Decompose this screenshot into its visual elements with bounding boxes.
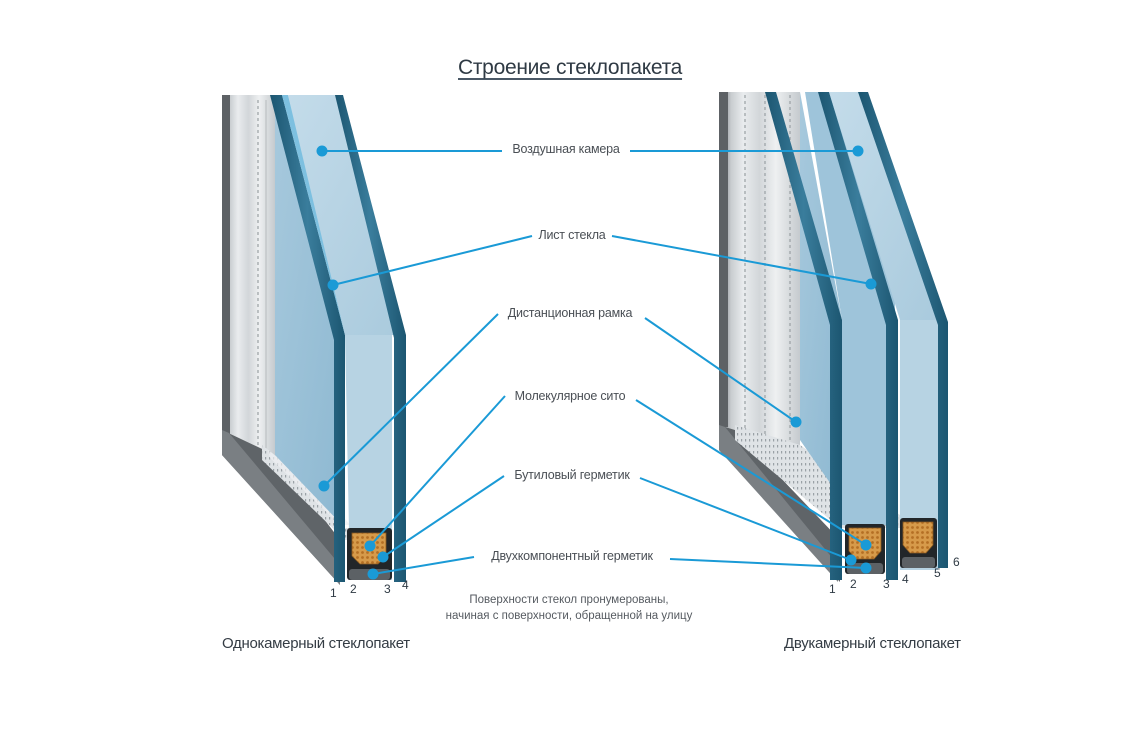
- leader-sieve-right: [635, 399, 867, 546]
- marker-dot: [790, 416, 802, 428]
- surface-number: 4: [402, 578, 409, 592]
- caption-double-chamber: Двукамерный стеклопакет: [784, 635, 961, 652]
- label-two-component-sealant: Двухкомпонентный герметик: [488, 549, 656, 563]
- marker-dot: [367, 568, 379, 580]
- marker-dot: [318, 480, 330, 492]
- leader-glass-right: [611, 235, 872, 285]
- leader-butyl-left: [382, 475, 505, 558]
- surface-number: 3: [384, 582, 391, 596]
- marker-dot: [852, 145, 864, 157]
- leader-twocomp-right: [669, 558, 867, 569]
- frame-outer-edge: [222, 95, 230, 435]
- spacer-frame-side: [222, 95, 275, 455]
- glass-sheet-3-edge: [858, 92, 948, 568]
- surface-number: 2: [850, 577, 857, 591]
- leader-twocomp-left: [372, 556, 475, 575]
- note-line-2: начиная с поверхности, обращенной на ули…: [445, 610, 693, 622]
- marker-dot: [845, 554, 857, 566]
- surface-number: 4: [902, 572, 909, 586]
- marker-dot: [860, 562, 872, 574]
- leader-butyl-right: [639, 477, 852, 561]
- surface-number: 5: [934, 566, 941, 580]
- glass-sheet-2: [818, 92, 898, 580]
- marker-dot: [865, 278, 877, 290]
- leader-spacer-right: [644, 317, 797, 423]
- surface-numbering-note: Поверхности стекол пронумерованы, начина…: [409, 592, 729, 624]
- molecular-sieve-2: [902, 521, 934, 554]
- marker-dot: [364, 540, 376, 552]
- surface-number: 1: [330, 586, 337, 600]
- surface-number: 1: [829, 582, 836, 596]
- diagram-title: Строение стеклопакета: [458, 56, 683, 79]
- leader-sieve-left: [369, 395, 506, 547]
- two-component-sealant-2: [902, 557, 935, 568]
- marker-dot: [316, 145, 328, 157]
- spacer-frame-side: [719, 92, 800, 450]
- leader-lines: [316, 145, 877, 580]
- surface-number: 6: [953, 555, 960, 569]
- surface-number: 2: [350, 582, 357, 596]
- label-glass-sheet: Лист стекла: [535, 228, 609, 242]
- marker-dot: [327, 279, 339, 291]
- glass-sheet-1: [765, 92, 842, 580]
- caption-single-chamber: Однокамерный стеклопакет: [222, 635, 410, 652]
- label-butyl-sealant: Бутиловый герметик: [511, 468, 633, 482]
- marker-dot: [377, 551, 389, 563]
- label-spacer-frame: Дистанционная рамка: [504, 306, 636, 320]
- air-chamber: [275, 95, 345, 528]
- label-molecular-sieve: Молекулярное сито: [511, 389, 629, 403]
- leader-spacer-left: [323, 313, 499, 487]
- double-chamber-unit: [719, 92, 948, 582]
- label-air-chamber: Воздушная камера: [509, 142, 623, 156]
- surface-number: 3: [883, 577, 890, 591]
- leader-glass-left: [332, 235, 533, 286]
- glass-sheet-1: [270, 95, 345, 582]
- glass-sheet-2-edge: [335, 95, 406, 582]
- single-chamber-unit: [222, 95, 406, 585]
- marker-dot: [860, 539, 872, 551]
- note-line-1: Поверхности стекол пронумерованы,: [469, 594, 669, 606]
